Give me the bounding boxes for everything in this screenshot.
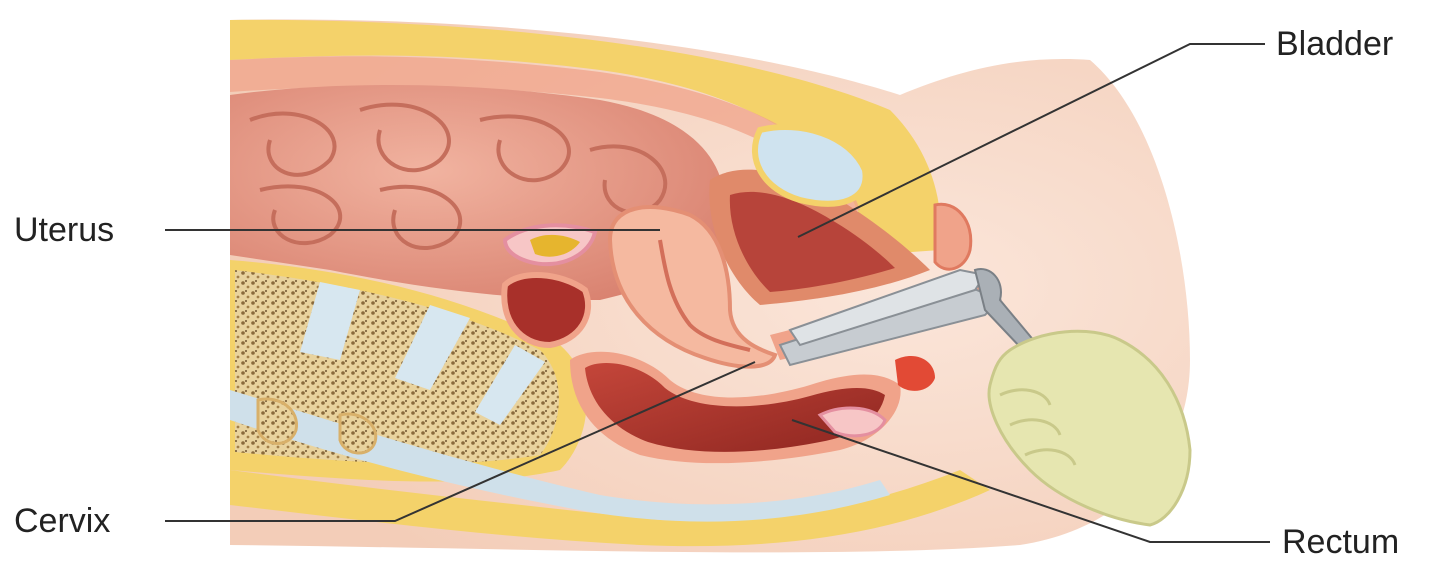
bladder-label: Bladder	[1276, 27, 1393, 61]
cervix	[504, 275, 588, 345]
uterus-label: Uterus	[14, 213, 114, 247]
cervix-label: Cervix	[14, 504, 110, 538]
rectum-label: Rectum	[1282, 525, 1399, 559]
